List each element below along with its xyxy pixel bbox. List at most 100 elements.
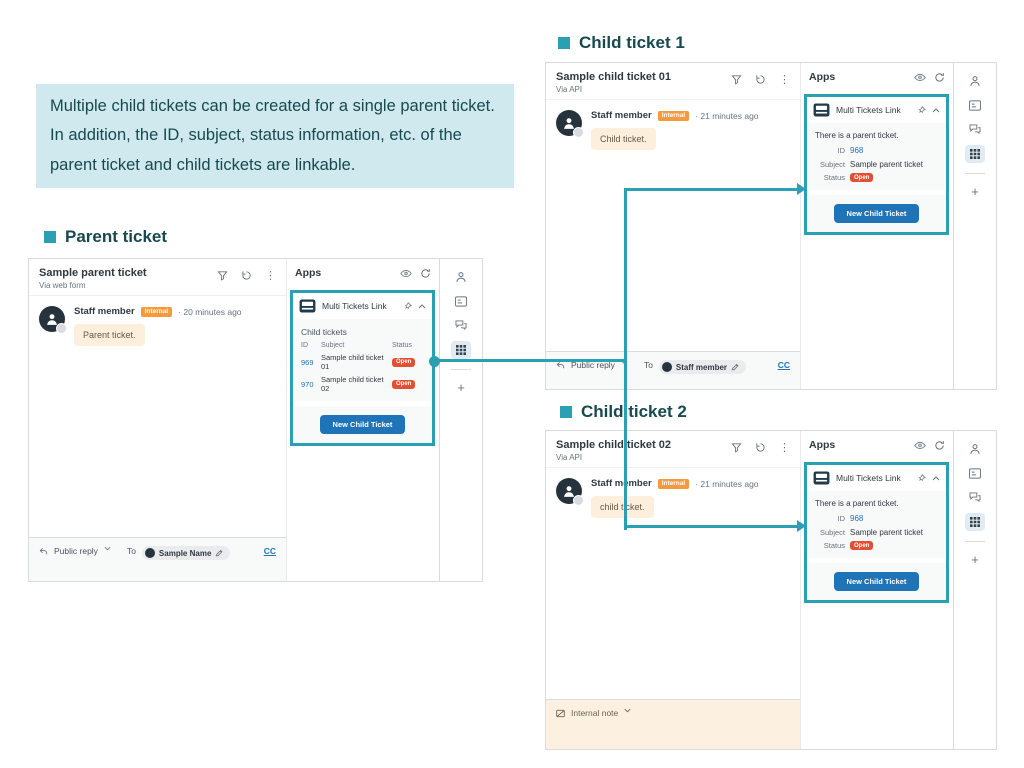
reply-type-select[interactable]: Public reply xyxy=(54,546,98,556)
eye-icon[interactable] xyxy=(914,441,926,450)
avatar xyxy=(556,478,584,506)
ticket-subject: Sample child ticket 02 xyxy=(321,375,384,393)
info-box: Multiple child tickets can be created fo… xyxy=(36,84,514,189)
reply-arrow-icon xyxy=(556,361,565,370)
add-app-icon[interactable]: + xyxy=(971,552,979,567)
refresh-icon[interactable] xyxy=(934,72,945,83)
col-status: Status xyxy=(392,342,412,349)
app-card-header[interactable]: Multi Tickets Link xyxy=(807,465,946,491)
internal-note-label[interactable]: Internal note xyxy=(571,708,619,718)
ticket-id-link[interactable]: 969 xyxy=(301,357,314,367)
person-icon xyxy=(47,314,57,325)
chevron-down-icon[interactable] xyxy=(104,546,111,551)
user-icon[interactable] xyxy=(969,75,981,87)
status-badge: Open xyxy=(392,379,416,389)
app-card-header[interactable]: Multi Tickets Link xyxy=(293,293,432,319)
person-icon xyxy=(564,118,574,129)
history-icon[interactable] xyxy=(755,74,766,85)
square-bullet-icon xyxy=(558,37,570,49)
recipient-name: Staff member xyxy=(675,362,728,372)
apps-pane: Apps Multi Tickets Link There is a paren… xyxy=(801,63,953,389)
subject-label: Subject xyxy=(819,159,845,169)
connector-line-horizontal-from-parent xyxy=(435,359,627,362)
multi-tickets-link-card-highlight: Multi Tickets Link There is a parent tic… xyxy=(804,94,949,235)
collapse-chevron-icon[interactable] xyxy=(418,303,426,309)
avatar-subbadge xyxy=(573,495,584,506)
connector-line-to-child1 xyxy=(627,188,797,191)
status-label: Status xyxy=(823,173,845,182)
filter-icon[interactable] xyxy=(731,442,742,453)
apps-pane: Apps Multi Tickets Link There is a paren… xyxy=(801,431,953,749)
id-label: ID xyxy=(837,514,846,523)
history-icon[interactable] xyxy=(755,442,766,453)
parent-id-link[interactable]: 968 xyxy=(850,146,864,155)
eye-icon[interactable] xyxy=(914,73,926,82)
ticket-header: Sample child ticket 01 Via API ⋮ xyxy=(546,63,800,100)
ticket-channel: Via API xyxy=(556,453,583,462)
refresh-icon[interactable] xyxy=(934,440,945,451)
pin-icon[interactable] xyxy=(403,301,412,311)
reply-type-select[interactable]: Public reply xyxy=(571,360,615,370)
to-label: To xyxy=(126,546,136,556)
user-icon[interactable] xyxy=(969,443,981,455)
new-child-ticket-button[interactable]: New Child Ticket xyxy=(833,204,920,223)
filter-icon[interactable] xyxy=(217,270,228,281)
recipient-chip[interactable]: Staff member xyxy=(658,360,747,374)
conversations-icon[interactable] xyxy=(969,124,981,135)
refresh-icon[interactable] xyxy=(420,268,431,279)
cc-link[interactable]: CC xyxy=(263,546,276,556)
conversations-icon[interactable] xyxy=(969,492,981,503)
apps-grid-icon[interactable] xyxy=(965,145,985,163)
more-options-icon[interactable]: ⋮ xyxy=(779,441,790,454)
new-child-ticket-button[interactable]: New Child Ticket xyxy=(319,415,406,434)
comment: Staff member Internal · 21 minutes ago c… xyxy=(556,478,790,518)
edit-pencil-icon[interactable] xyxy=(731,363,739,371)
col-subject: Subject xyxy=(321,342,345,349)
comment-timestamp: · 21 minutes ago xyxy=(695,478,759,489)
more-options-icon[interactable]: ⋮ xyxy=(265,269,276,282)
collapse-chevron-icon[interactable] xyxy=(932,475,940,481)
heading-label: Child ticket 2 xyxy=(581,402,687,421)
person-icon xyxy=(564,486,574,497)
pin-icon[interactable] xyxy=(917,473,926,483)
apps-grid-icon[interactable] xyxy=(965,513,985,531)
ticket-fields-icon[interactable] xyxy=(969,468,981,479)
add-app-icon[interactable]: + xyxy=(971,184,979,199)
internal-badge: Internal xyxy=(657,110,690,121)
heading-label: Child ticket 1 xyxy=(579,33,685,52)
chevron-down-icon[interactable] xyxy=(624,708,631,713)
app-card-header[interactable]: Multi Tickets Link xyxy=(807,97,946,123)
apps-header: Apps xyxy=(809,71,836,83)
divider xyxy=(965,541,985,542)
context-panel-strip: + xyxy=(439,259,482,581)
conversation-pane: Sample child ticket 01 Via API ⋮ xyxy=(546,63,801,389)
add-app-icon[interactable]: + xyxy=(457,380,465,395)
eye-icon[interactable] xyxy=(400,269,412,278)
ticket-id-link[interactable]: 970 xyxy=(301,379,314,389)
parent-ticket-intro: There is a parent ticket. xyxy=(815,499,899,508)
new-child-ticket-button[interactable]: New Child Ticket xyxy=(833,572,920,591)
user-icon[interactable] xyxy=(455,271,467,283)
ticket-fields-icon[interactable] xyxy=(969,100,981,111)
square-bullet-icon xyxy=(44,231,56,243)
internal-note-icon xyxy=(556,709,565,718)
recipient-chip[interactable]: Sample Name xyxy=(141,546,231,560)
heading-child-ticket-1: Child ticket 1 xyxy=(558,33,685,53)
cc-link[interactable]: CC xyxy=(777,360,790,370)
conversations-icon[interactable] xyxy=(455,320,467,331)
context-panel-strip: + xyxy=(953,63,996,389)
apps-header: Apps xyxy=(809,439,836,451)
multi-tickets-link-app-icon xyxy=(299,299,316,313)
pin-icon[interactable] xyxy=(917,105,926,115)
reply-footer: Public reply To Sample Name CC xyxy=(29,537,286,581)
edit-pencil-icon[interactable] xyxy=(215,549,223,557)
apps-grid-icon[interactable] xyxy=(451,341,471,359)
subject-label: Subject xyxy=(819,527,845,537)
child-tickets-list: Child tickets ID Subject Status 969 Samp… xyxy=(293,319,432,401)
collapse-chevron-icon[interactable] xyxy=(932,107,940,113)
parent-id-link[interactable]: 968 xyxy=(850,514,864,523)
history-icon[interactable] xyxy=(241,270,252,281)
more-options-icon[interactable]: ⋮ xyxy=(779,73,790,86)
ticket-fields-icon[interactable] xyxy=(455,296,467,307)
filter-icon[interactable] xyxy=(731,74,742,85)
